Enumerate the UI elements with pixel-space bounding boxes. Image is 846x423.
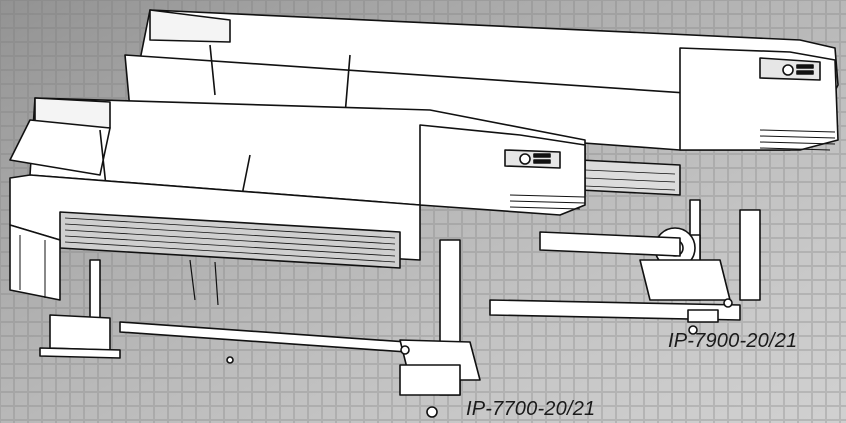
printer-model-label-ip-7900: IP-7900-20/21 [668,330,798,352]
printer-model-label-ip-7700: IP-7700-20/21 [466,398,596,420]
